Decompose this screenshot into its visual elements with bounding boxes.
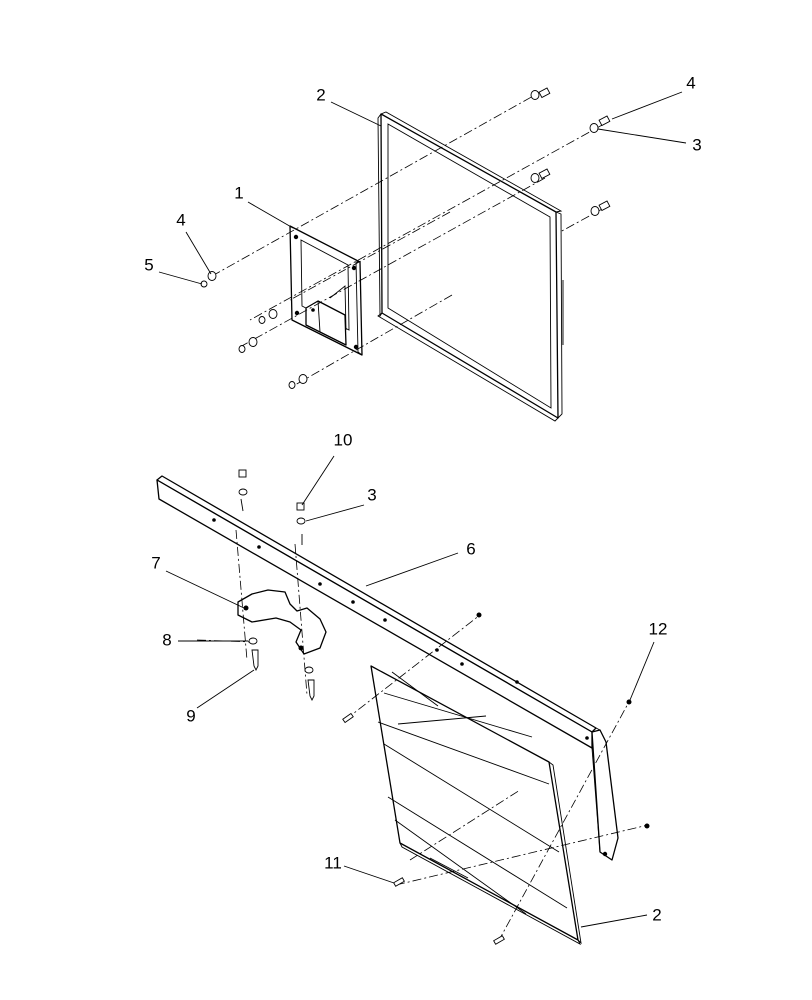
callout-labels: 2 4 3 1 4 5 10 3 6 7 12 8 9 11 2 [144, 73, 701, 924]
callout-3-mid: 3 [367, 485, 376, 504]
panel-lower [370, 665, 582, 946]
callout-1: 1 [234, 183, 243, 202]
callout-4-top: 4 [686, 73, 695, 92]
hardware-upper [200, 87, 611, 389]
callout-12: 12 [649, 619, 668, 638]
callout-9: 9 [186, 706, 195, 725]
centerlines-upper [211, 94, 605, 386]
leader-lines [158, 91, 687, 928]
callout-8: 8 [162, 630, 171, 649]
hardware-lower [238, 469, 650, 945]
callout-3-top: 3 [692, 135, 701, 154]
callout-2-bottom: 2 [652, 905, 661, 924]
callout-7: 7 [151, 553, 160, 572]
callout-4-left: 4 [176, 210, 185, 229]
callout-6: 6 [466, 539, 475, 558]
callout-5: 5 [144, 255, 153, 274]
panel-upper [377, 111, 564, 422]
mount-bracket [289, 225, 363, 356]
callout-10: 10 [334, 430, 353, 449]
callout-2-top: 2 [316, 85, 325, 104]
support-bar [156, 475, 619, 861]
lower-clamp-bracket [237, 589, 327, 655]
callout-11: 11 [324, 853, 342, 872]
